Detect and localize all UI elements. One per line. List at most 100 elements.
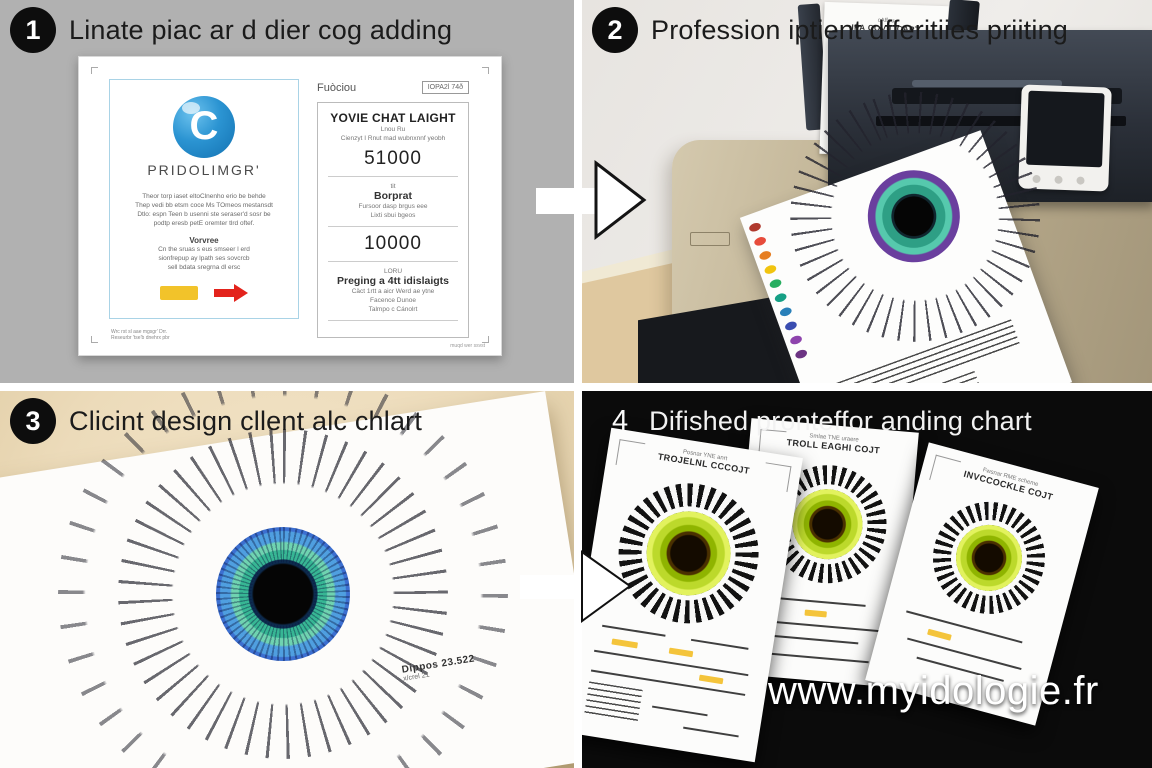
text-row <box>772 634 859 645</box>
form-section3-title: Preging a 4tt idislaigts <box>336 275 450 287</box>
text-row <box>765 596 866 607</box>
text-row <box>602 624 666 637</box>
printer-exit-slot <box>876 116 1126 126</box>
legend-dot <box>794 348 809 360</box>
panel-step-4: 4 Difished pronteffor anding chart Smlae… <box>582 391 1152 768</box>
fine-print-line: Wrc rst sl aae mgsgr' Drr. <box>111 329 168 335</box>
panel-step-3: Dippos 23.522 x/crel 21 <box>0 391 574 768</box>
intro-paragraph: Theor torp iaset eltoClnenho erio be beh… <box>110 192 298 228</box>
design-document-page: C PRIDOLIMGR' Theor torp iaset eltoClnen… <box>78 56 502 356</box>
form-section3-line1: Cäct 1rtt a aicr Werd ae ytne <box>351 288 435 295</box>
printer-vent <box>690 232 730 246</box>
legend-dot <box>789 334 804 346</box>
step3-to-step4-arrow-icon <box>520 550 632 623</box>
text-row <box>907 637 1022 671</box>
crop-mark-icon <box>91 336 98 343</box>
form-value-box: IOPA2l 74ð <box>421 81 469 94</box>
panel-step-1: 1 Linate piac ar d dier cog adding C PRI… <box>0 0 574 383</box>
form-section1-value: 51000 <box>364 148 422 169</box>
intro-line: Dtlo: espn Teen b usenni ste seraser'd s… <box>137 211 271 218</box>
text-row <box>683 726 739 738</box>
form-body: YOVIE CHAT LAIGHT Lnou Ru Cienzyt I Rnut… <box>317 102 469 338</box>
printer-handle <box>912 80 1062 87</box>
corner-bracket <box>929 454 962 487</box>
form-section2-kicker: tit <box>390 183 396 190</box>
form-section1-sub2: Cienzyt I Rnut mad wubnxnnf yeobh <box>340 135 446 142</box>
intro-line: Theor torp iaset eltoClnenho erio be beh… <box>142 193 266 200</box>
footer-scribble <box>584 681 643 724</box>
brand-logo-icon: C <box>173 96 235 158</box>
legend-dot <box>763 263 778 276</box>
legend-dot <box>758 249 773 262</box>
fine-print: Wrc rst sl aae mgsgr' Drr. Reseurbr 'tse… <box>111 329 170 341</box>
display-button[interactable] <box>1054 175 1063 184</box>
red-arrow-shaft <box>214 289 234 297</box>
yellow-highlight-swatch <box>160 286 198 300</box>
step-4-header: 4 Difished pronteffor anding chart <box>582 391 1152 451</box>
text-row <box>906 610 1023 644</box>
text-row <box>760 651 869 664</box>
iris-graphic <box>216 527 350 661</box>
form-section1-sub1: Lnou Ru <box>380 126 406 133</box>
step-3-header: 3 Clicint design cllent alc chlart <box>0 391 574 451</box>
divider <box>328 320 458 321</box>
display-button[interactable] <box>1076 176 1085 185</box>
text-row <box>652 705 708 717</box>
legend-dot <box>778 306 793 318</box>
logo-gloss <box>182 102 200 114</box>
note-line: Cn the sruas s eus smseer l erd <box>158 246 250 253</box>
form-section3-line3: Talmpo c Cánolrt <box>368 306 418 313</box>
form-section2-title: Borprat <box>374 190 412 202</box>
yellow-highlight <box>668 647 694 658</box>
notes-paragraph: Cn the sruas s eus smseer l erd sionfrep… <box>110 245 298 272</box>
website-url[interactable]: www.myidologie.fr <box>768 669 1099 713</box>
divider <box>328 261 458 262</box>
left-column-subheading: Vorvree <box>189 236 219 245</box>
text-row <box>690 638 749 650</box>
yellow-highlight <box>698 674 724 685</box>
document-form-column: Fuòciou IOPA2l 74ð YOVIE CHAT LAIGHT Lno… <box>317 81 469 338</box>
crop-mark-icon <box>91 67 98 74</box>
step1-to-step2-arrow-icon <box>536 159 647 241</box>
form-section3-line2: Facence Dunoe <box>370 297 416 304</box>
highlight-row <box>110 284 298 302</box>
legend-dot <box>768 277 783 290</box>
divider <box>328 226 458 227</box>
note-line: sionfrepup ay lpath ses sovcrcb <box>158 255 250 262</box>
step-2-header: 2 Profession iptient dfferitiies priitin… <box>582 0 1152 60</box>
brand-name: PRIDOLIMGR' <box>147 162 261 178</box>
step-4-title: Difished pronteffor anding chart <box>649 405 1032 436</box>
yellow-highlight <box>611 638 639 649</box>
printer-display-screen <box>1026 90 1105 168</box>
red-arrow-icon <box>214 284 248 302</box>
yellow-highlight <box>804 609 827 618</box>
printer-display-buttons[interactable] <box>1032 174 1094 185</box>
step-2-badge: 2 <box>592 7 638 53</box>
legend-dot <box>783 320 798 332</box>
legend-dot <box>753 235 768 248</box>
step-1-badge: 1 <box>10 7 56 53</box>
intro-line: Thep vedi bb etsm coce Ms TOmeos mestans… <box>135 202 273 209</box>
note-line: sell bdata sregrna dl ersc <box>167 264 241 271</box>
legend-dot <box>748 221 763 234</box>
crop-mark-icon <box>482 336 489 343</box>
intro-line: podtp eresb petE oremter tlrd oftef. <box>153 220 255 227</box>
fine-print-line: Reseurbr 'tse'b dnehrx pbr <box>111 335 170 341</box>
form-label: Fuòciou <box>317 81 357 94</box>
page-corner-note: muqd wer ssvst <box>450 343 485 349</box>
form-section1-title: YOVIE CHAT LAIGHT <box>330 111 456 125</box>
form-section2-line2: Lixti sbui bgeos <box>370 212 416 219</box>
document-left-column: C PRIDOLIMGR' Theor torp iaset eltoClnen… <box>109 79 299 319</box>
form-header-row: Fuòciou IOPA2l 74ð <box>317 81 469 94</box>
red-arrow-head <box>234 284 248 302</box>
crop-mark-icon <box>482 67 489 74</box>
legend-dot <box>773 291 788 304</box>
divider <box>328 176 458 177</box>
step-4-number: 4 <box>612 404 629 437</box>
yellow-highlight <box>927 628 952 641</box>
form-section3-kicker: LORU <box>383 268 403 275</box>
step-2-title: Profession iptient dfferitiies priiting <box>651 14 1069 45</box>
step-3-badge: 3 <box>10 398 56 444</box>
step-1-header: 1 Linate piac ar d dier cog adding <box>0 0 574 60</box>
